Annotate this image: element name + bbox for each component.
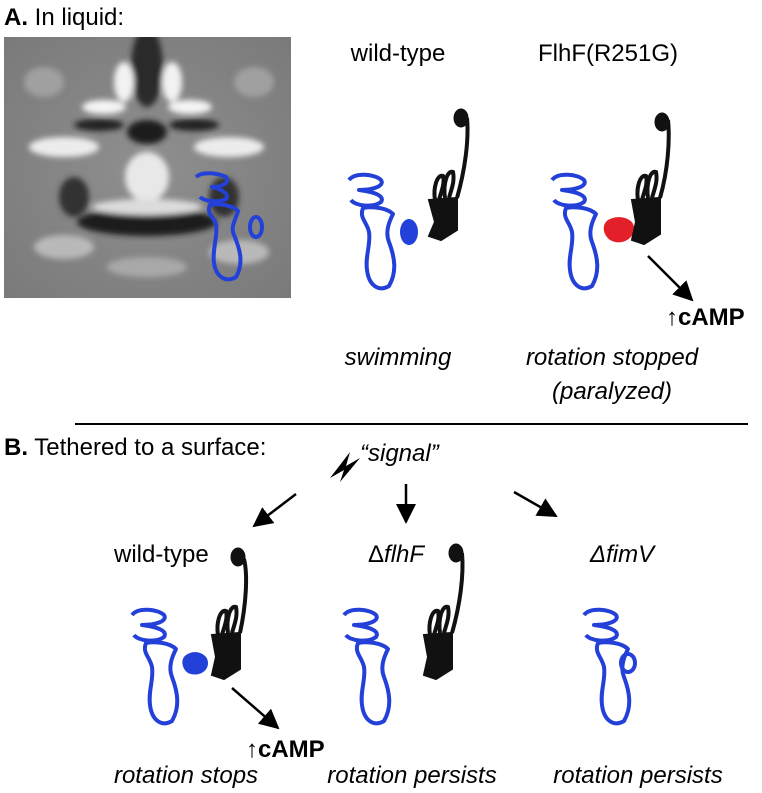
flagellar-hook-black — [210, 547, 249, 681]
panel-b-caption-stops: rotation stops — [113, 762, 259, 789]
flagellar-hook-black — [422, 543, 465, 681]
panel-a-mutant-label: FlhF(R251G) — [537, 40, 679, 67]
panel-b-fimv-label: ΔfimV — [590, 541, 655, 568]
arrow-to-camp-a — [647, 255, 694, 302]
panel-b-caption-persists-fimv: rotation persists — [553, 762, 723, 789]
panel-a-caption-paralyzed: (paralyzed) — [551, 378, 673, 405]
panel-b-flhf-label: ΔflhF — [368, 543, 424, 567]
flhf-blob-blue — [182, 652, 208, 675]
delta-symbol: Δ — [368, 541, 385, 568]
panel-b-wildtype-label: wild-type — [114, 541, 209, 568]
panel-a-title: In liquid: — [34, 4, 125, 31]
arrow-to-fimv — [513, 490, 558, 518]
panel-b-fimv-motor — [582, 607, 637, 726]
panel-b-flhf-motor — [342, 543, 465, 726]
flhf-mutant-blob-red — [603, 217, 634, 243]
panel-b-camp-label: ↑cAMP — [246, 736, 325, 763]
panel-a-wildtype-label: wild-type — [350, 40, 446, 67]
panel-a-caption-stopped: rotation stopped — [525, 344, 699, 371]
panel-a-letter: A. — [4, 4, 28, 31]
panel-a-heading: A. In liquid: — [4, 6, 124, 30]
panel-b-letter: B. — [4, 434, 28, 461]
flhf-gene: flhF — [384, 541, 425, 568]
flhf-blob-blue — [400, 219, 418, 245]
panel-b-heading: B. Tethered to a surface: — [4, 436, 266, 460]
panel-b-title: Tethered to a surface: — [34, 434, 267, 461]
panel-b-wildtype-motor — [130, 547, 249, 726]
panel-a-mutant-motor — [550, 112, 671, 291]
signal-label: “signal” — [360, 440, 439, 467]
panel-b-caption-persists-flhf: rotation persists — [327, 762, 497, 789]
lightning-icon — [330, 452, 360, 482]
arrow-to-camp-b — [231, 687, 280, 730]
panel-a-wildtype-motor — [347, 108, 470, 291]
panel-a-camp-label: ↑cAMP — [666, 304, 745, 331]
panel-a-caption-swimming: swimming — [344, 344, 452, 371]
arrow-to-wildtype — [252, 493, 297, 528]
flagellar-hook-black — [427, 108, 470, 242]
cryo-em-image — [4, 37, 291, 298]
panel-divider — [75, 423, 748, 425]
flagellar-hook-black — [630, 112, 671, 246]
